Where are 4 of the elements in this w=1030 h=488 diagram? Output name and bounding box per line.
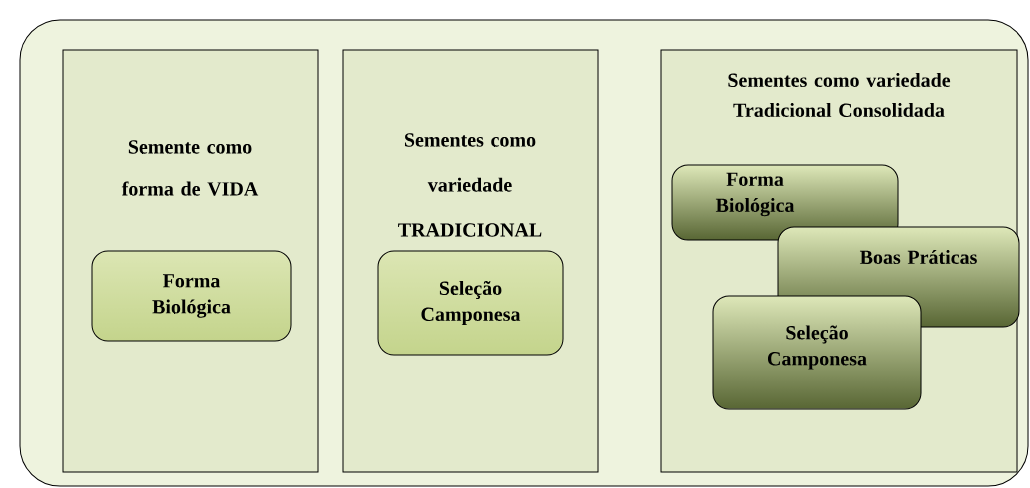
rounded-box: Forma Biológica [91,250,292,342]
rounded-box: Seleção Camponesa [712,295,922,410]
rounded-box: Seleção Camponesa [377,250,564,356]
rounded-box: Forma Biológica [671,164,899,241]
